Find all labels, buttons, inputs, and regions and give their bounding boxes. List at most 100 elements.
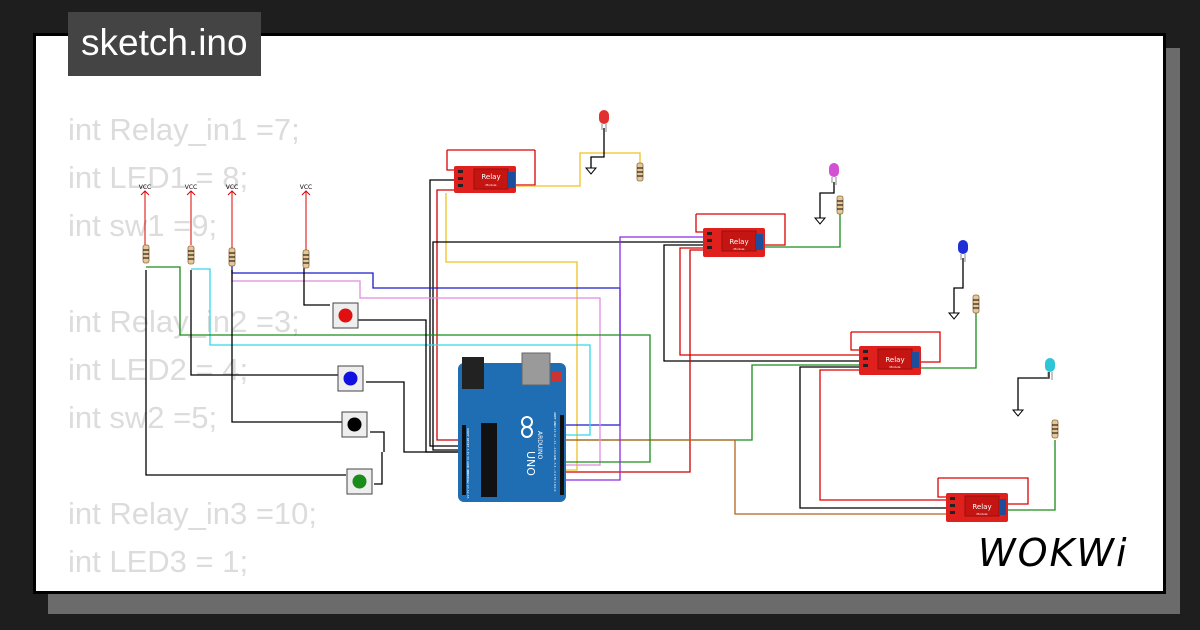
wire [370, 431, 385, 452]
code-line: int sw2 =5; [68, 400, 218, 435]
wire [146, 266, 651, 463]
wire [663, 244, 862, 362]
arduino-brand-label: ARDUINO [536, 431, 543, 460]
relay-module[interactable]: Relay Module [859, 346, 921, 375]
led-cyan[interactable] [1045, 358, 1055, 380]
resistor[interactable] [1051, 419, 1059, 439]
wire [1005, 440, 1056, 511]
led-blue[interactable] [958, 240, 968, 262]
wire [1017, 372, 1050, 410]
wire [190, 270, 338, 376]
wire [566, 439, 950, 515]
wire [566, 364, 862, 441]
wire [819, 182, 835, 218]
ground-symbol [813, 217, 827, 225]
relay-module[interactable]: Relay Module [454, 166, 516, 193]
code-listing: int Relay_in1 =7; int LED1 = 8; int sw1 … [68, 106, 318, 591]
wire [366, 381, 462, 453]
code-line: int Relay_in1 =7; [68, 112, 300, 147]
push-button-green[interactable] [346, 468, 373, 495]
svg-text:Module: Module [486, 183, 497, 187]
wire [436, 189, 462, 441]
wire [799, 366, 950, 509]
file-tab-label: sketch.ino [81, 22, 248, 63]
wire [515, 152, 641, 187]
svg-text:Relay: Relay [729, 238, 748, 246]
ground-symbol [584, 167, 598, 175]
resistor[interactable] [187, 245, 195, 265]
svg-text:VCC: VCC [300, 184, 312, 191]
ground-symbol [1011, 409, 1025, 417]
resistor[interactable] [836, 195, 844, 215]
code-line: int Relay_in2 =3; [68, 304, 300, 339]
wire [938, 477, 1029, 505]
power-jack [462, 357, 484, 389]
vcc-symbol: VCC [185, 184, 197, 245]
usb-port [521, 352, 551, 386]
svg-text:VCC: VCC [185, 184, 197, 191]
file-tab[interactable]: sketch.ino [68, 12, 261, 76]
arduino-model-label: UNO [524, 451, 537, 476]
relay-module[interactable]: Relay Module [946, 493, 1008, 522]
wire [679, 247, 862, 356]
wire [432, 241, 706, 451]
wire [145, 270, 346, 476]
digital-header-label: AREF GND 13 12 ~11 ~10 ~9 8 [553, 412, 557, 460]
svg-text:WOKWi: WOKWi [978, 531, 1129, 575]
svg-text:VCC: VCC [226, 184, 238, 191]
wire [566, 249, 706, 473]
code-line: int LED1 = 8; [68, 160, 249, 195]
code-line: int LED2 = 4; [68, 352, 249, 387]
wire [566, 236, 703, 481]
svg-text:Module: Module [890, 365, 901, 369]
push-button-black[interactable] [341, 411, 368, 438]
svg-text:Module: Module [977, 512, 988, 516]
svg-text:Relay: Relay [972, 503, 991, 511]
microcontroller-chip [481, 423, 497, 497]
svg-text:Relay: Relay [481, 173, 500, 181]
resistor[interactable] [142, 244, 150, 264]
wire [819, 369, 950, 501]
vcc-symbol: VCC [139, 184, 151, 245]
resistor[interactable] [636, 162, 644, 182]
code-line: int LED3 = 1; [68, 544, 249, 579]
reset-button[interactable] [552, 372, 562, 382]
wire [515, 150, 536, 186]
svg-text:VCC: VCC [139, 184, 151, 191]
push-button-red[interactable] [332, 302, 359, 329]
wire [696, 213, 786, 246]
wire [231, 270, 342, 423]
code-line: int Relay_in3 =10; [68, 496, 318, 531]
wire [916, 313, 977, 369]
resistor[interactable] [972, 294, 980, 314]
resistor[interactable] [302, 249, 310, 269]
wire [429, 179, 462, 447]
wire [191, 268, 591, 436]
wire [374, 452, 383, 485]
wire [445, 193, 578, 471]
vcc-symbol: VCC [300, 184, 312, 250]
arduino-uno[interactable]: IOREF RESET 3.3V 5V GND GND Vin AREF GND… [458, 352, 566, 502]
ground-symbol [947, 312, 961, 320]
vcc-symbol: VCC [226, 184, 238, 248]
power-header-label: IOREF RESET 3.3V 5V GND GND Vin [466, 428, 470, 482]
wire [953, 258, 964, 313]
wire [590, 128, 605, 168]
wire [762, 214, 841, 248]
led-red[interactable] [599, 110, 609, 132]
resistor[interactable] [228, 247, 236, 267]
wire [695, 214, 706, 233]
svg-text:Relay: Relay [885, 356, 904, 364]
svg-text:Module: Module [734, 247, 745, 251]
code-line: int sw1 =9; [68, 208, 218, 243]
wire [851, 331, 941, 363]
wire [303, 268, 330, 306]
wokwi-logo: WOKWi [978, 531, 1129, 575]
digital-header-label: 7 ~6 ~5 4 ~3 2 TX 1 RX 0 [553, 452, 557, 492]
relay-module[interactable]: Relay Module [703, 228, 765, 257]
analog-header-label: A0 A1 A2 A3 A4 A5 [466, 470, 470, 499]
push-button-blue[interactable] [337, 365, 364, 392]
led-magenta[interactable] [829, 163, 839, 185]
wire [850, 332, 862, 351]
